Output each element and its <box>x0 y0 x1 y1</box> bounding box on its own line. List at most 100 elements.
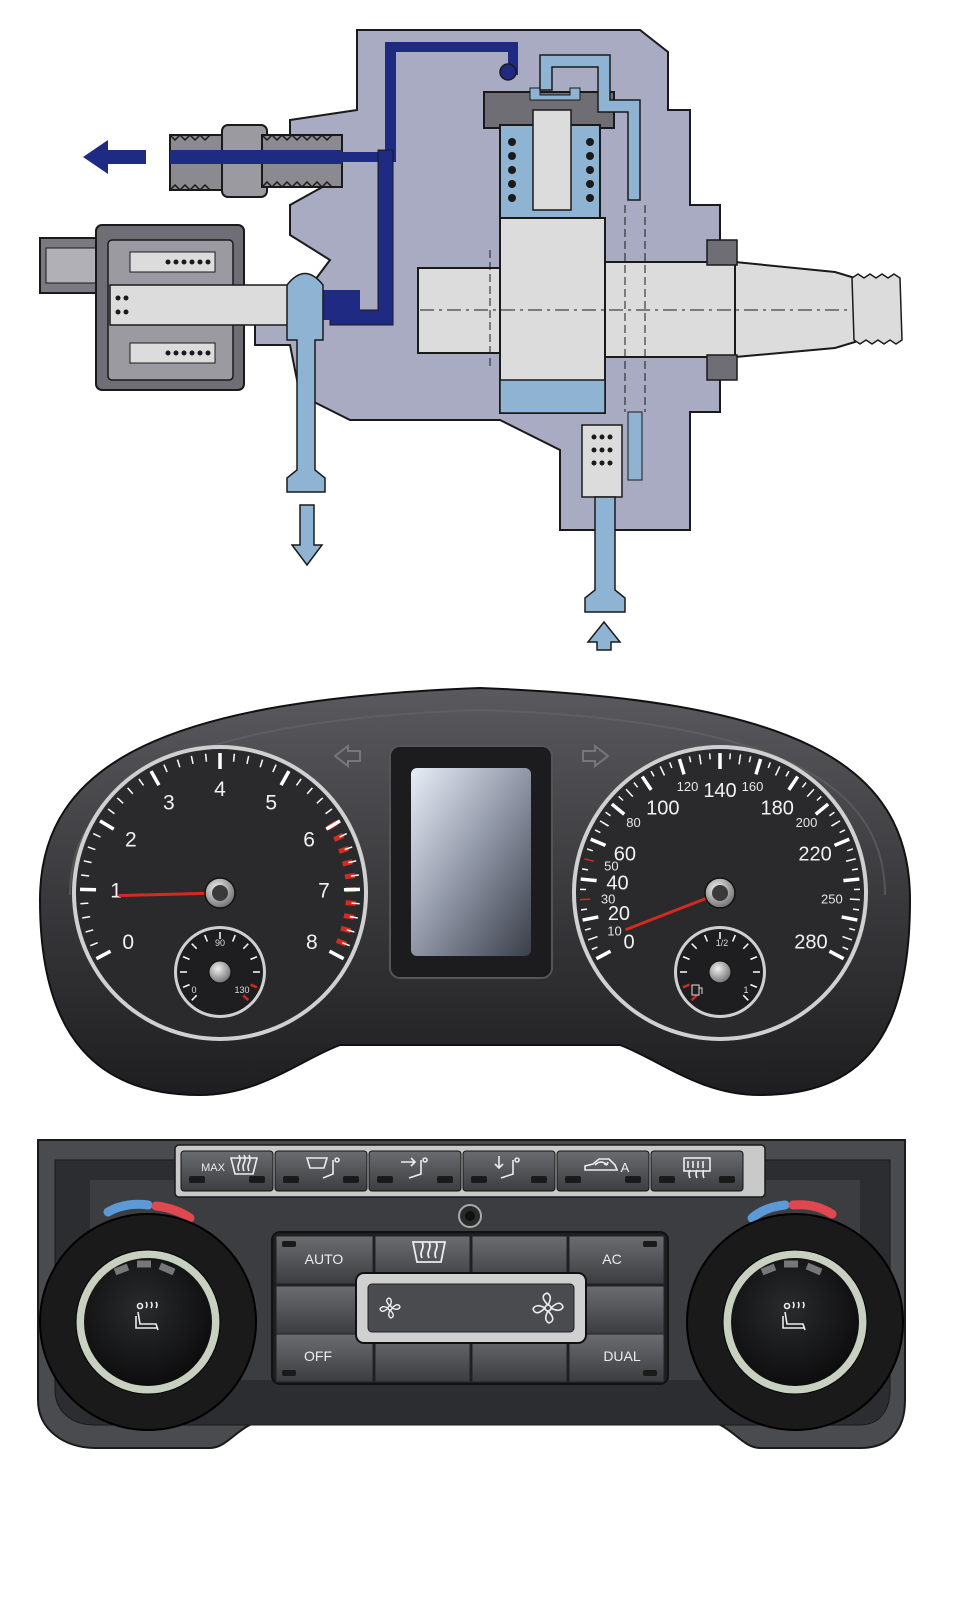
fan-high-icon[interactable] <box>532 1292 564 1324</box>
fuel-gauge: 1/2 1 <box>674 926 766 1018</box>
speed-tick <box>842 935 853 941</box>
sub-gauge-tick <box>231 934 237 942</box>
speedometer-needle <box>625 891 722 931</box>
speed-tick <box>852 908 860 911</box>
tach-tick <box>272 764 277 773</box>
tach-tick <box>328 949 345 961</box>
fan-low-icon[interactable] <box>379 1297 401 1319</box>
center-display <box>411 768 531 956</box>
rear-defrost-icon <box>683 1157 711 1179</box>
speed-tick <box>829 811 835 817</box>
indicator-led <box>437 1176 453 1183</box>
speed-tick <box>845 858 856 862</box>
tach-tick <box>127 787 134 795</box>
tach-tick <box>344 846 353 851</box>
indicator-led <box>189 1176 205 1183</box>
fan-speed-rocker[interactable] <box>355 1272 587 1344</box>
sub-gauge-tick <box>682 983 690 989</box>
speed-label-major: 0 <box>623 931 634 953</box>
sub-gauge-tick <box>242 943 249 950</box>
indicator-led <box>249 1176 265 1183</box>
right-cool-indicator <box>747 1200 790 1223</box>
turn-signal-right-icon <box>582 743 610 769</box>
speed-tick <box>599 820 609 827</box>
sub-gauge-tick <box>731 934 737 942</box>
tach-tick <box>99 819 115 831</box>
speed-tick <box>785 770 790 777</box>
speed-tick <box>816 795 822 802</box>
left-mid-button[interactable] <box>275 1285 357 1335</box>
speed-tick <box>839 829 846 834</box>
indicator-led <box>565 1176 581 1183</box>
ac-button-label: AC <box>602 1251 621 1267</box>
speed-tick <box>586 848 594 852</box>
sub-gauge-tick <box>191 943 198 950</box>
right-mid-button[interactable] <box>583 1285 665 1335</box>
speed-tick <box>831 820 841 827</box>
speed-tick <box>767 762 772 769</box>
ac-button[interactable]: AC <box>568 1235 665 1285</box>
tach-label: 6 <box>303 828 315 851</box>
speed-tick <box>842 946 849 951</box>
speed-tick <box>580 908 588 911</box>
off-button[interactable]: OFF <box>275 1333 374 1383</box>
top-button-4[interactable] <box>462 1150 556 1192</box>
top-button-1[interactable]: MAX <box>180 1150 274 1192</box>
speed-tick <box>828 949 845 961</box>
temp-label-mid: 90 <box>215 938 225 948</box>
tach-label: 0 <box>122 931 134 954</box>
sub-gauge-tick <box>203 934 209 942</box>
sub-gauge-tick <box>742 994 749 1001</box>
speed-tick <box>618 795 624 802</box>
sub-gauge-tick <box>250 955 258 961</box>
left-temp-knob[interactable] <box>39 1213 257 1431</box>
speed-tick <box>849 927 856 931</box>
tach-tick <box>83 860 92 864</box>
speed-tick <box>633 782 639 788</box>
dual-button[interactable]: DUAL <box>568 1333 665 1383</box>
left-warm-indicator <box>151 1201 195 1223</box>
speed-tick <box>851 868 859 871</box>
sub-gauge-tick <box>691 943 698 950</box>
sub-gauge-tick <box>191 994 198 1001</box>
speed-tick <box>774 766 781 776</box>
sub-gauge-tick <box>742 943 749 950</box>
left-cool-indicator <box>103 1199 153 1217</box>
sub-gauge-tick <box>690 994 698 1002</box>
speed-tick <box>833 837 850 848</box>
drive-shaft <box>417 205 903 414</box>
speed-label-minor: 120 <box>677 779 699 794</box>
tach-tick <box>85 929 94 933</box>
low-pressure-inlet <box>581 411 643 651</box>
auto-button-label: AUTO <box>305 1251 344 1267</box>
tach-tick <box>339 832 348 838</box>
top-button-5[interactable]: A <box>556 1150 650 1192</box>
fuel-pump-diagram <box>39 29 903 651</box>
speed-tick <box>841 915 858 922</box>
coolant-temp-gauge: 0 90 130 <box>174 926 266 1018</box>
sub-gauge-tick <box>242 994 250 1002</box>
fuel-label-half: 1/2 <box>716 938 729 948</box>
speed-label-minor: 200 <box>796 815 818 830</box>
indicator-led <box>283 1176 299 1183</box>
speed-tick <box>581 868 589 871</box>
tach-tick <box>81 874 90 877</box>
tach-tick <box>92 832 101 838</box>
speed-tick <box>605 811 611 817</box>
speed-label-major: 220 <box>798 843 831 865</box>
tach-tick <box>116 797 124 804</box>
fuel-pump-icon <box>691 984 703 996</box>
right-temp-knob[interactable] <box>686 1213 904 1431</box>
tachometer-needle <box>118 891 222 898</box>
speed-tick <box>814 802 830 816</box>
top-button-2[interactable] <box>274 1150 368 1192</box>
high-pressure-outlet-arrow <box>83 140 146 174</box>
speed-tick <box>659 766 666 776</box>
tach-tick <box>149 770 161 786</box>
tach-tick <box>232 753 236 762</box>
top-button-6[interactable] <box>650 1150 744 1192</box>
indicator-led <box>343 1176 359 1183</box>
top-button-3[interactable] <box>368 1150 462 1192</box>
